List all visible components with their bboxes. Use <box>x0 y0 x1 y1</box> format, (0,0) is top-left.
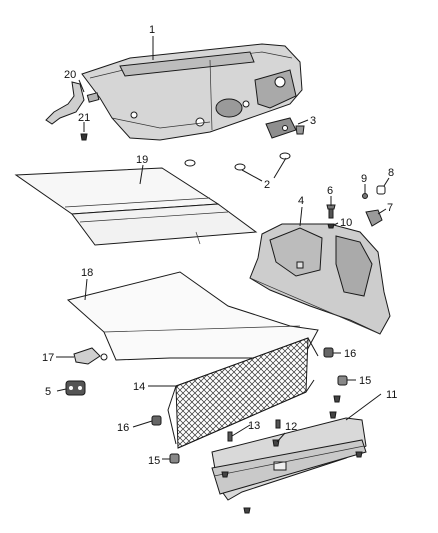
fastener-3 <box>295 125 305 135</box>
rear-shelf-panel <box>81 43 303 141</box>
callout-10: 10 <box>340 217 352 229</box>
strap-part <box>45 81 100 125</box>
callout-20: 20 <box>64 69 76 81</box>
switch-5 <box>65 380 86 396</box>
callout-11: 11 <box>386 389 397 401</box>
fastener-9 <box>362 193 368 199</box>
hook-17 <box>73 347 108 365</box>
callout-2: 2 <box>264 179 270 191</box>
push-pins-2 <box>184 152 291 171</box>
callout-6: 6 <box>327 185 333 197</box>
cargo-net-14 <box>167 337 319 449</box>
clip-upper-right <box>329 395 341 419</box>
callout-7: 7 <box>387 202 393 214</box>
callout-19: 19 <box>136 154 148 166</box>
callout-4: 4 <box>298 195 304 207</box>
callout-16-right: 16 <box>344 348 356 360</box>
clip-15-right <box>337 375 348 386</box>
callout-18: 18 <box>81 267 93 279</box>
screw-6 <box>326 204 336 219</box>
grommet-8 <box>376 185 386 195</box>
nut-16-left <box>151 415 162 426</box>
bracket-3 <box>265 117 297 139</box>
clip-10 <box>327 223 335 229</box>
callout-13: 13 <box>248 420 260 432</box>
callout-labels: 1 20 21 3 19 2 8 9 6 4 7 10 18 17 16 5 1… <box>42 24 397 467</box>
callout-8: 8 <box>388 167 394 179</box>
callout-16-left: 16 <box>117 422 129 434</box>
callout-17: 17 <box>42 352 54 364</box>
callout-15-right: 15 <box>359 375 371 387</box>
callout-3: 3 <box>310 115 316 127</box>
leader-lines <box>56 36 390 460</box>
hook-bracket-7 <box>365 209 383 227</box>
screw-13 <box>227 431 233 442</box>
callout-1: 1 <box>149 24 155 36</box>
callout-5: 5 <box>45 386 51 398</box>
quarter-trim-4 <box>249 223 391 335</box>
screw-near-12 <box>275 419 281 429</box>
cargo-mat-19 <box>14 167 258 246</box>
callout-12: 12 <box>285 421 297 433</box>
callout-9: 9 <box>361 173 367 185</box>
clip-21 <box>80 133 88 141</box>
callout-21: 21 <box>78 112 90 124</box>
clip-15-left <box>169 453 180 464</box>
sill-plate-11 <box>211 417 367 514</box>
callout-15-left: 15 <box>148 455 160 467</box>
nut-16-right <box>323 347 334 358</box>
callout-14: 14 <box>133 381 145 393</box>
